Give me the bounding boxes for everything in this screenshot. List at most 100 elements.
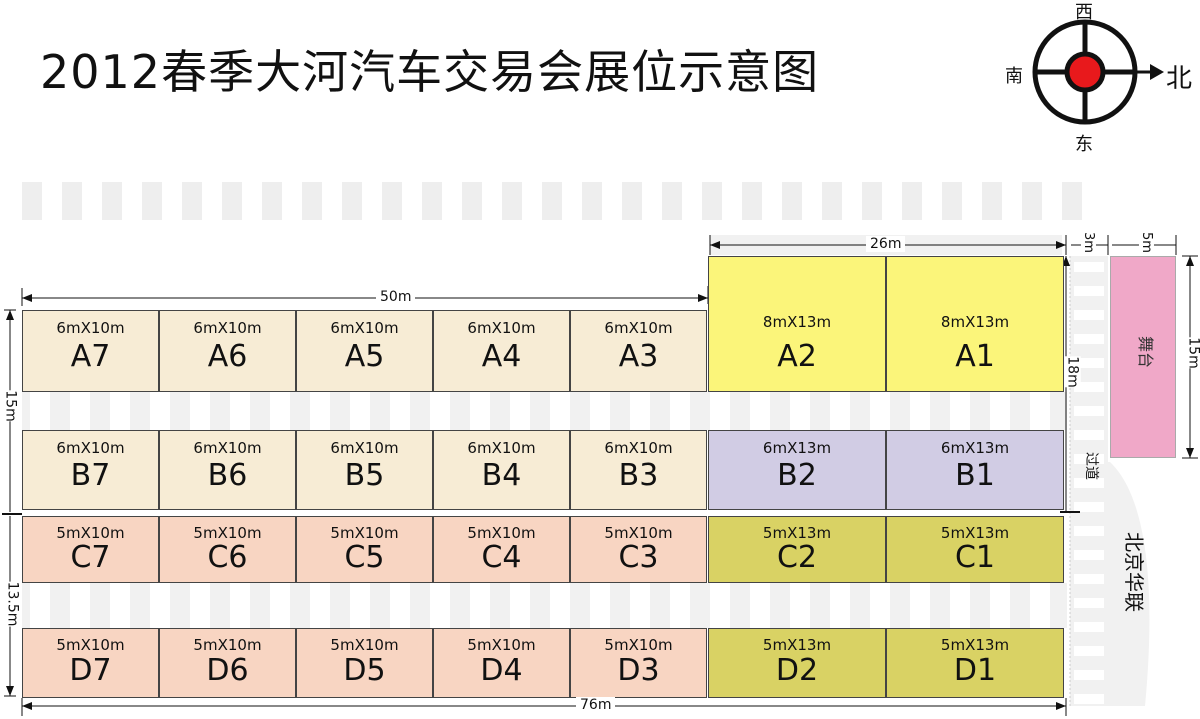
booth-size: 5mX13m: [940, 636, 1010, 654]
booth-label: C2: [776, 540, 818, 575]
booth-size: 5mX10m: [604, 636, 673, 654]
booth-size: 6mX13m: [762, 439, 832, 457]
booth-size: 5mX10m: [193, 636, 262, 654]
booth-size: 5mX10m: [193, 524, 262, 542]
booth-size: 5mX13m: [940, 524, 1010, 542]
booth-label: A7: [70, 339, 111, 374]
booth-size: 5mX10m: [56, 636, 125, 654]
booth-size: 8mX13m: [762, 313, 832, 331]
dim-left-lower: 13.5m: [4, 581, 21, 627]
booth-label: C7: [70, 540, 111, 575]
booth-label: B6: [207, 458, 248, 493]
booth-label: A5: [344, 339, 385, 374]
booth-label: C4: [481, 540, 522, 575]
booth-label: D4: [480, 653, 523, 688]
booth-size: 5mX10m: [467, 636, 536, 654]
booth-label: C6: [207, 540, 248, 575]
booth-label: C3: [618, 540, 659, 575]
booth-size: 6mX10m: [330, 439, 399, 457]
dim-right-width: 26m: [866, 236, 906, 252]
booth-label: D2: [775, 653, 819, 688]
booth-label: B5: [344, 458, 385, 493]
booth-label: D7: [69, 653, 112, 688]
booth-label: C1: [954, 540, 996, 575]
booth-label: D1: [953, 653, 997, 688]
booth-size: 6mX10m: [467, 319, 536, 337]
dim-left-upper: 15m: [2, 390, 19, 422]
booth-label: B3: [618, 458, 659, 493]
booth-size: 6mX10m: [56, 319, 125, 337]
page-title: 2012春季大河汽车交易会展位示意图: [40, 45, 820, 99]
booth-size: 6mX10m: [193, 439, 262, 457]
booth-label: D5: [343, 653, 386, 688]
dimension-arrows: [6, 241, 1194, 710]
booth-label: A1: [955, 339, 995, 374]
dim-stage-height: 15m: [1185, 337, 1200, 369]
dim-aisle: 3m: [1080, 232, 1096, 253]
booth-size: 5mX10m: [467, 524, 536, 542]
booth-size: 6mX10m: [467, 439, 536, 457]
booth-size: 5mX10m: [330, 636, 399, 654]
dim-total-width: 76m: [576, 697, 616, 713]
compass-icon: [1032, 19, 1164, 125]
stage-label: 舞台: [1136, 335, 1156, 369]
booth-label: B1: [955, 458, 995, 493]
booth-label: A6: [207, 339, 248, 374]
stage-area: [1110, 256, 1176, 458]
compass-south: 南: [1005, 66, 1023, 87]
booth-size: 6mX10m: [604, 439, 673, 457]
booth-size: 6mX10m: [193, 319, 262, 337]
passage-label: 过道: [1083, 452, 1099, 480]
booth-size: 5mX13m: [762, 636, 832, 654]
booth-label: B2: [777, 458, 817, 493]
booth-label: A3: [618, 339, 659, 374]
road-stripes-mid: [30, 392, 1050, 628]
booth-label: B7: [70, 458, 111, 493]
booth-label: D6: [206, 653, 249, 688]
booth-size: 5mX13m: [762, 524, 832, 542]
booth-label: A4: [481, 339, 522, 374]
dim-left-width: 50m: [376, 289, 416, 305]
booth-label: B4: [481, 458, 522, 493]
booth-size: 5mX10m: [330, 524, 399, 542]
booth-size: 8mX13m: [940, 313, 1010, 331]
booth-size: 6mX10m: [604, 319, 673, 337]
road-name: 北京华联: [1122, 532, 1146, 612]
booth-size: 6mX10m: [330, 319, 399, 337]
compass-west: 西: [1075, 2, 1093, 23]
booth-label: D3: [617, 653, 660, 688]
road-stripes: [22, 182, 1082, 220]
booth-size: 5mX10m: [604, 524, 673, 542]
compass-east: 东: [1075, 134, 1093, 155]
compass-north: 北: [1166, 64, 1193, 94]
booth-label: C5: [344, 540, 385, 575]
